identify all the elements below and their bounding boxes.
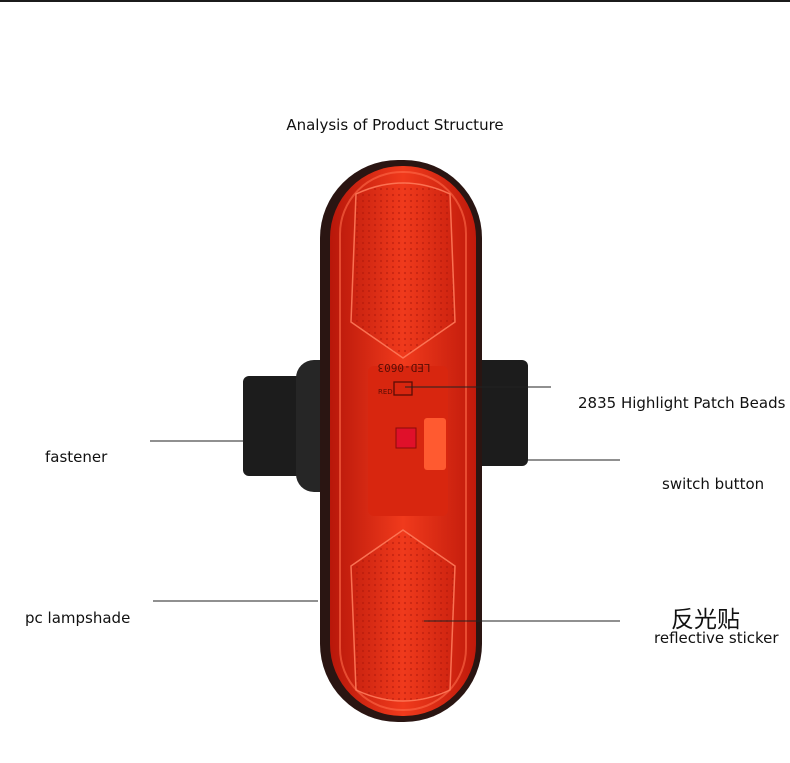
model-marking: LED-0603 [378, 361, 431, 374]
reflective-sticker [350, 529, 456, 702]
red-marking: RED [378, 388, 393, 396]
label-pc-lampshade: pc lampshade [25, 609, 131, 627]
led-chip [395, 427, 417, 449]
label-reflective-sticker-en: reflective sticker [654, 629, 779, 647]
diagram-title: Analysis of Product Structure [286, 116, 504, 134]
label-switch-button: switch button [662, 475, 765, 493]
patch-bead [393, 381, 413, 396]
label-reflective-sticker-cn: 反光贴 [671, 607, 740, 633]
top-reflector [350, 182, 456, 359]
label-fastener: fastener [45, 448, 108, 466]
leader-lines [150, 386, 620, 622]
switch-button [424, 418, 446, 470]
top-border [0, 0, 790, 2]
label-patch-beads: 2835 Highlight Patch Beads [578, 394, 786, 412]
